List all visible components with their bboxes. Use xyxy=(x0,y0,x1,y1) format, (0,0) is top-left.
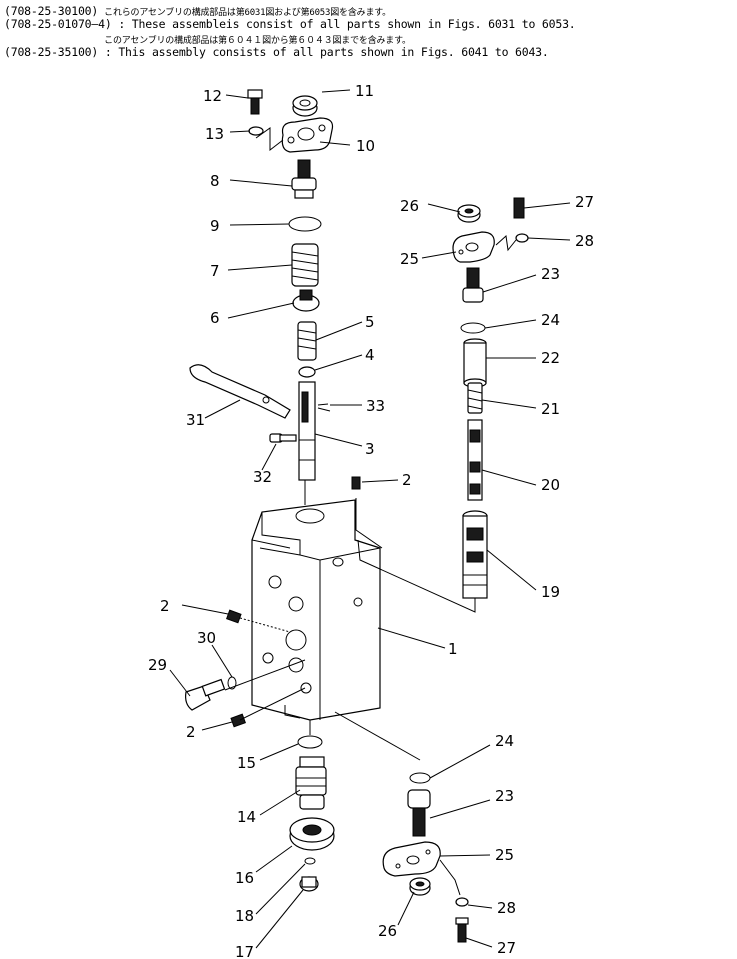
washer-13 xyxy=(248,126,264,136)
label-27-lower: 27 xyxy=(497,939,516,957)
screw-27-upper xyxy=(513,197,525,219)
label-21: 21 xyxy=(541,400,560,418)
valve-body xyxy=(251,499,381,721)
plug-8 xyxy=(291,159,317,199)
label-20: 20 xyxy=(541,476,560,494)
label-2-upper: 2 xyxy=(402,471,412,489)
label-27-upper: 27 xyxy=(575,193,594,211)
nut-16 xyxy=(289,817,335,851)
pin-32 xyxy=(269,433,297,443)
label-19: 19 xyxy=(541,583,560,601)
label-13: 13 xyxy=(205,125,224,143)
lever-31 xyxy=(189,364,291,419)
flange-10 xyxy=(281,117,334,153)
label-17: 17 xyxy=(235,943,254,959)
pin-33 xyxy=(317,403,331,412)
label-9: 9 xyxy=(210,217,220,235)
piston-14 xyxy=(295,756,327,810)
label-5: 5 xyxy=(365,313,375,331)
label-29: 29 xyxy=(148,656,167,674)
label-14: 14 xyxy=(237,808,256,826)
retainer-6 xyxy=(292,289,320,312)
label-31: 31 xyxy=(186,411,205,429)
washer-4 xyxy=(298,366,316,378)
spring-21 xyxy=(467,382,483,414)
label-7: 7 xyxy=(210,262,220,280)
label-23-lower: 23 xyxy=(495,787,514,805)
label-8: 8 xyxy=(210,172,220,190)
label-33: 33 xyxy=(366,397,385,415)
part-labels: 12 11 13 10 8 9 7 6 5 4 31 33 3 32 2 2 3… xyxy=(148,82,594,959)
leader-lines xyxy=(169,89,571,949)
sleeve-19 xyxy=(462,510,488,599)
label-18: 18 xyxy=(235,907,254,925)
label-28-lower: 28 xyxy=(497,899,516,917)
header-line-3: このアセンブリの構成部品は第６０４１図から第６０４３図までを含みます。 xyxy=(104,36,411,46)
header-notes: (708-25-30100)これらのアセンブリの構成部品は第6031図および第6… xyxy=(0,0,737,60)
nut-26-lower xyxy=(409,877,431,896)
spool-3 xyxy=(298,381,316,481)
label-11: 11 xyxy=(355,82,374,100)
label-25-lower: 25 xyxy=(495,846,514,864)
label-26-lower: 26 xyxy=(378,922,397,940)
label-24-lower: 24 xyxy=(495,732,514,750)
label-30: 30 xyxy=(197,629,216,647)
spool-20 xyxy=(467,419,483,501)
o-ring-18 xyxy=(304,857,316,865)
label-1: 1 xyxy=(448,640,458,658)
label-23-upper: 23 xyxy=(541,265,560,283)
nut-11 xyxy=(292,95,318,117)
washer-28-upper xyxy=(515,233,529,243)
label-16: 16 xyxy=(235,869,254,887)
label-12: 12 xyxy=(203,87,222,105)
label-24-upper: 24 xyxy=(541,311,560,329)
label-2-left: 2 xyxy=(160,597,170,615)
label-4: 4 xyxy=(365,346,375,364)
label-26-upper: 26 xyxy=(400,197,419,215)
o-ring-9 xyxy=(288,216,322,232)
label-25-upper: 25 xyxy=(400,250,419,268)
sleeve-22 xyxy=(463,338,487,388)
o-ring-15 xyxy=(297,735,323,749)
flange-25-upper xyxy=(452,231,495,263)
label-10: 10 xyxy=(356,137,375,155)
label-22: 22 xyxy=(541,349,560,367)
plug-2-upper xyxy=(351,476,361,490)
label-6: 6 xyxy=(210,309,220,327)
o-ring-24-lower xyxy=(409,772,431,784)
plug-23-lower xyxy=(407,789,431,837)
screw-12 xyxy=(247,89,263,115)
washer-28-lower xyxy=(455,897,469,907)
label-32: 32 xyxy=(253,468,272,486)
nut-26-upper xyxy=(457,204,481,223)
header-line-1: (708-25-30100)これらのアセンブリの構成部品は第6031図および第6… xyxy=(4,4,391,18)
flange-25-lower xyxy=(382,841,441,877)
plug-23-upper xyxy=(462,267,484,303)
spring-5 xyxy=(297,321,317,361)
spring-7 xyxy=(291,243,319,287)
plug-17 xyxy=(299,876,319,892)
plug-2-lower xyxy=(230,713,246,728)
plug-2-left xyxy=(226,609,242,624)
label-15: 15 xyxy=(237,754,256,772)
header-line-2: (708-25-01070–4) : These assembleis cons… xyxy=(4,17,576,31)
label-2-lower: 2 xyxy=(186,723,196,741)
o-ring-24-upper xyxy=(460,322,486,334)
label-3: 3 xyxy=(365,440,375,458)
label-28-upper: 28 xyxy=(575,232,594,250)
plug-29 xyxy=(185,678,226,711)
header-line-4: (708-25-35100) : This assembly consists … xyxy=(4,45,549,59)
screw-27-lower xyxy=(455,917,469,943)
